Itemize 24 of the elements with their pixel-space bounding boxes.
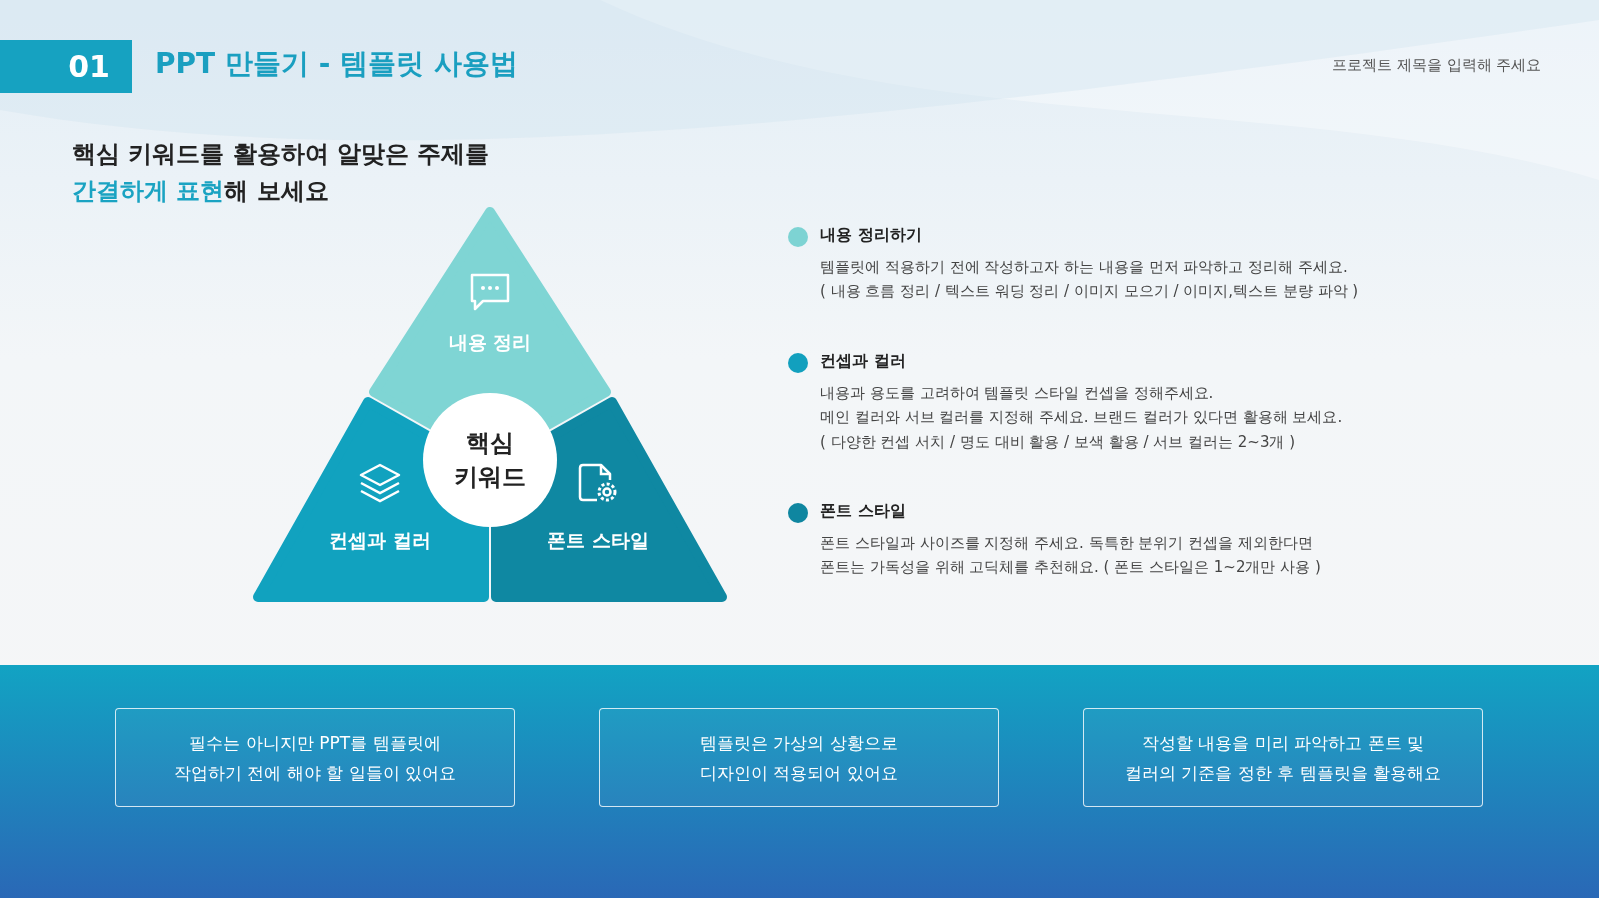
subtitle: 핵심 키워드를 활용하여 알맞은 주제를 간결하게 표현해 보세요 <box>72 139 491 207</box>
description-text: 메인 컬러와 서브 컬러를 지정해 주세요. 브랜드 컬러가 있다면 활용해 보세요. <box>820 408 1343 427</box>
description-text: ( 내용 흐름 정리 / 텍스트 워딩 정리 / 이미지 모으기 / 이미지,텍스트 분량 파악 ) <box>820 282 1359 301</box>
description-text: 내용과 용도를 고려하여 템플릿 스타일 컨셉을 정해주세요. <box>820 384 1214 403</box>
number-tab: 01 <box>0 40 132 93</box>
description-text: 폰트 스타일과 사이즈를 지정해 주세요. 독특한 분위기 컨셉을 제외한다면 <box>820 534 1313 553</box>
item-heading: 컨셉과 컬러 <box>820 351 906 372</box>
description-text: 템플릿에 적용하기 전에 작성하고자 하는 내용을 먼저 파악하고 정리해 주세요. <box>820 258 1348 277</box>
box-text: 필수는 아니지만 PPT를 템플릿에 작업하기 전에 해야 할 일들이 있어요 <box>173 731 457 785</box>
item-heading: 폰트 스타일 <box>820 501 906 522</box>
message-box <box>1083 708 1483 807</box>
message-box <box>115 708 515 807</box>
center-label: 핵심 키워드 <box>453 428 527 493</box>
description-text: ( 다양한 컨셉 서치 / 명도 대비 활용 / 보색 활용 / 서브 컬러는 2~3개 ) <box>820 433 1296 452</box>
segment-label: 내용 정리 <box>448 330 532 355</box>
box-text: 작성할 내용을 미리 파악하고 폰트 및 컬러의 기준을 정한 후 템플릿을 활용해요 <box>1124 731 1442 785</box>
description-text: 폰트는 가독성을 위해 고딕체를 추천해요. ( 폰트 스타일은 1~2개만 사용 ) <box>820 558 1321 577</box>
header-text: 프로젝트 제목을 입력해 주세요 <box>1332 56 1542 75</box>
segment-label: 폰트 스타일 <box>547 528 649 553</box>
box-text: 템플릿은 가상의 상황으로 디자인이 적용되어 있어요 <box>699 731 899 785</box>
message-box <box>599 708 999 807</box>
item-heading: 내용 정리하기 <box>820 225 922 246</box>
slide-title: PPT 만들기 - 템플릿 사용법 <box>155 46 518 82</box>
segment-label: 컨셉과 컬러 <box>329 528 431 553</box>
